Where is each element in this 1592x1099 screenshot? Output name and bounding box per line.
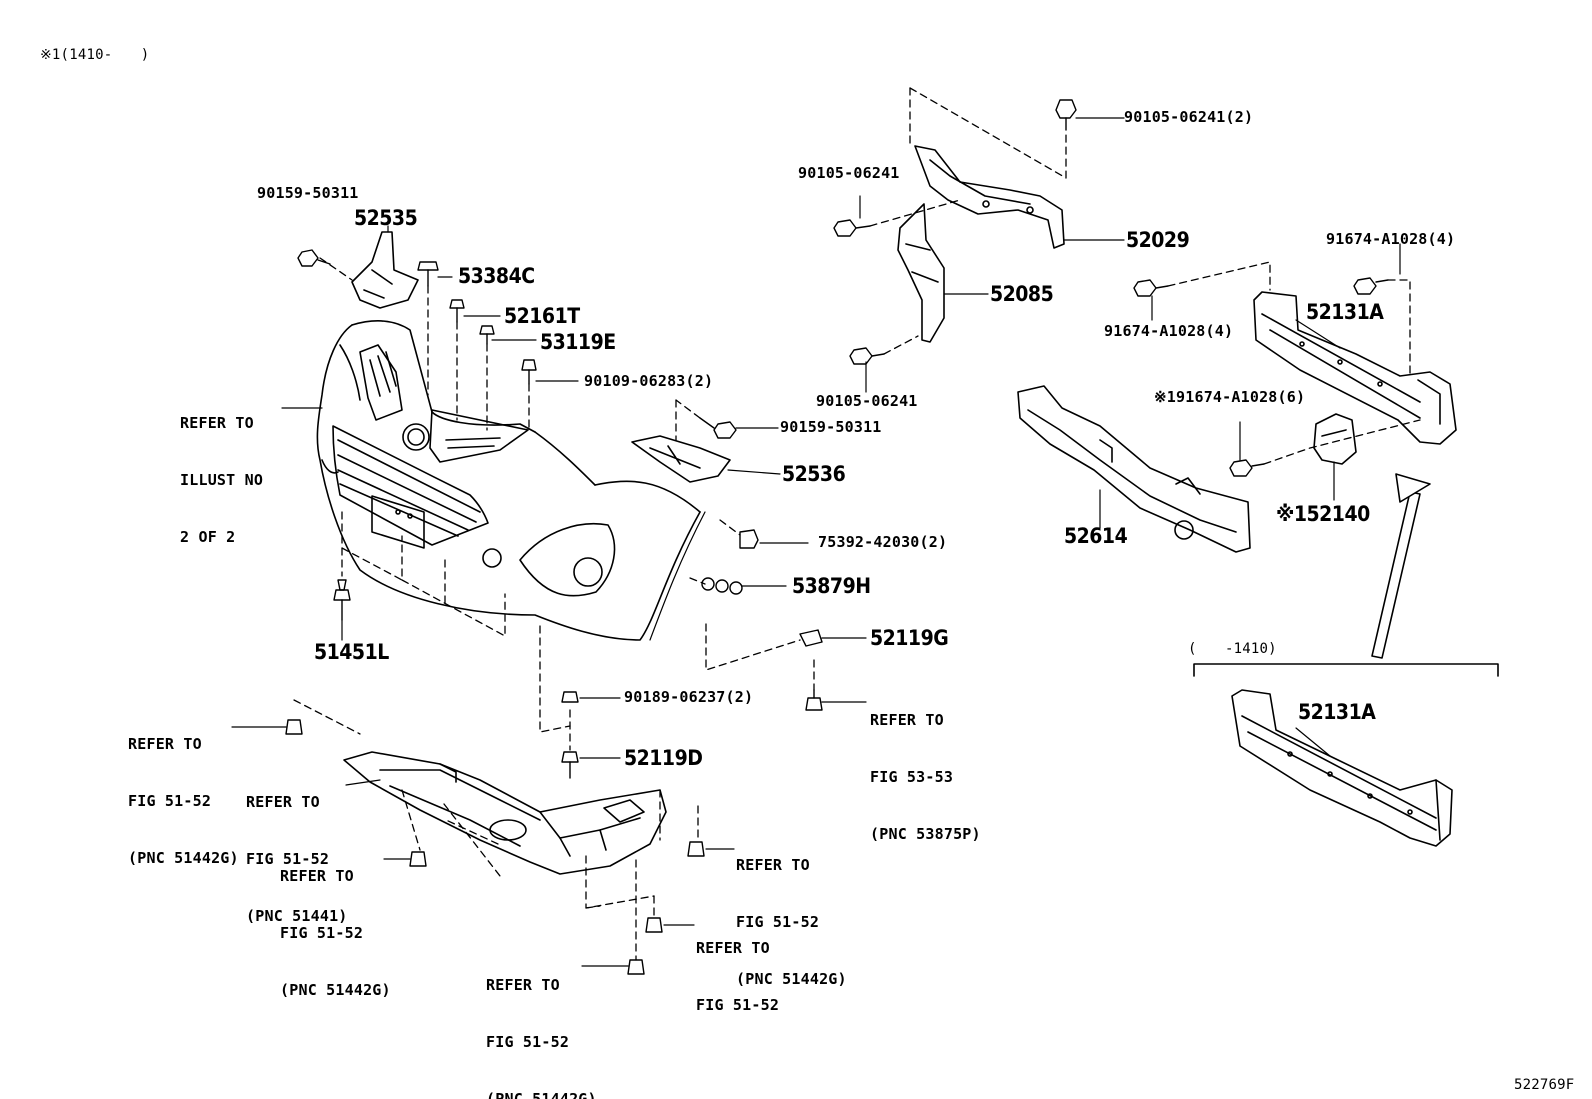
fasteners <box>285 99 1389 975</box>
part-label-52131a-lower[interactable]: 52131A <box>1298 700 1376 724</box>
part-label-53119e[interactable]: 53119E <box>540 330 616 354</box>
part-label-52029[interactable]: 52029 <box>1126 228 1190 252</box>
reference-illust-no-2[interactable]: REFER TO ILLUST NO 2 OF 2 <box>180 414 264 546</box>
part-label-90159-50311-mid[interactable]: 90159-50311 <box>780 418 882 436</box>
part-label-52614[interactable]: 52614 <box>1064 524 1128 548</box>
reference-fig-51-52-pnc-51441[interactable]: REFER TO FIG 51-52 (PNC 51441) <box>246 793 348 925</box>
part-label-52119g[interactable]: 52119G <box>870 626 949 650</box>
part-label-51451l[interactable]: 51451L <box>314 640 389 664</box>
part-label-75392-42030[interactable]: 75392-42030(2) <box>818 533 948 551</box>
part-label-52085[interactable]: 52085 <box>990 282 1054 306</box>
bracket-52535 <box>351 231 419 309</box>
arrow-up-right <box>1371 473 1431 659</box>
range-bracket-line <box>1193 663 1499 677</box>
reinforcement-52131a-upper <box>1253 291 1457 445</box>
reference-fig-53-53[interactable]: REFER TO FIG 53-53 (PNC 53875P) <box>870 711 981 843</box>
part-label-52161t[interactable]: 52161T <box>504 304 580 328</box>
part-label-52536[interactable]: 52536 <box>782 462 846 486</box>
header-note: ※1(1410- ) <box>40 47 150 63</box>
part-label-91674-a1028-4-left[interactable]: 91674-A1028(4) <box>1104 322 1234 340</box>
part-label-52119d[interactable]: 52119D <box>624 746 703 770</box>
reference-fig-51-52-pnc-51442g-d[interactable]: REFER TO FIG 51-52 (PNC 51442G) <box>486 976 597 1099</box>
part-label-91674-a1028-6[interactable]: ※191674-A1028(6) <box>1154 388 1306 406</box>
part-label-90105-06241-2[interactable]: 90105-06241(2) <box>1124 108 1254 126</box>
illustration-code: 522769F <box>1514 1077 1575 1093</box>
front-bumper-cover <box>316 320 706 641</box>
reinforcement-52131a-lower <box>1231 689 1453 847</box>
leader-lines <box>231 117 1401 967</box>
part-label-52131a-upper[interactable]: 52131A <box>1306 300 1384 324</box>
part-label-52140[interactable]: ※152140 <box>1276 502 1370 526</box>
reference-fig-51-52-pnc-51442g-a[interactable]: REFER TO FIG 51-52 (PNC 51442G) <box>128 735 239 867</box>
part-label-90105-06241-b[interactable]: 90105-06241 <box>816 392 918 410</box>
part-label-91674-a1028-4-top[interactable]: 91674-A1028(4) <box>1326 230 1456 248</box>
part-label-90105-06241-a[interactable]: 90105-06241 <box>798 164 900 182</box>
part-label-53879h[interactable]: 53879H <box>792 574 871 598</box>
reference-fig-51-52-pnc-51442g-c[interactable]: REFER TO FIG 51-52 (PNC 51442G) <box>736 856 847 988</box>
part-label-52535[interactable]: 52535 <box>354 206 418 230</box>
engine-under-cover <box>343 751 667 875</box>
part-label-90189-06237[interactable]: 90189-06237(2) <box>624 688 754 706</box>
part-label-53384c[interactable]: 53384C <box>458 264 535 288</box>
reference-fig-51-52-pnc-51442g-b[interactable]: REFER TO FIG 51-52 (PNC 51442G) <box>280 867 391 999</box>
part-label-90159-50311-top[interactable]: 90159-50311 <box>257 184 359 202</box>
bracket-52536 <box>631 435 731 483</box>
bracket-52085 <box>897 203 945 343</box>
assembly-dash-lines <box>293 87 1421 961</box>
range-note: ( -1410) <box>1188 641 1277 657</box>
part-label-90109-06283[interactable]: 90109-06283(2) <box>584 372 714 390</box>
bracket-52140 <box>1313 413 1357 465</box>
reference-fig-51-52[interactable]: REFER TO FIG 51-52 <box>696 939 780 1014</box>
absorber-52614 <box>1017 385 1251 553</box>
support-52029 <box>914 145 1065 249</box>
